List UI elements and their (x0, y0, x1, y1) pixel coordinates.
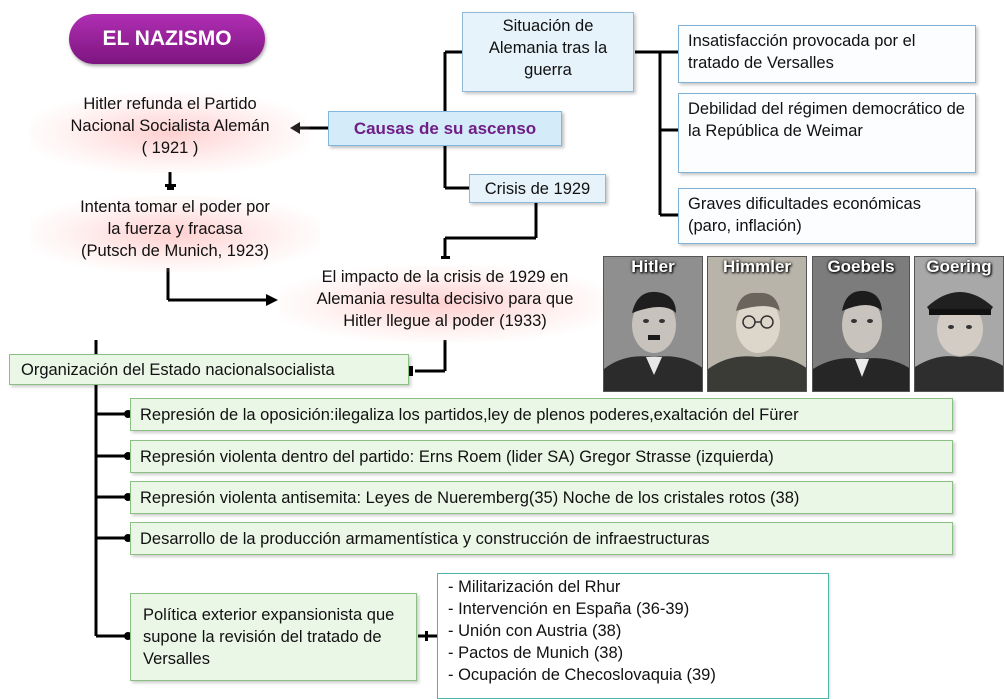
refunda-line-3: ( 1921 ) (141, 139, 199, 157)
cause-box-versalles: Insatisfacción provocada por el tratado … (678, 25, 976, 83)
list-item: - Intervención en España (36-39) (448, 600, 690, 618)
portrait-hitler-icon: Hitler (603, 256, 703, 392)
politica-exterior-box: Política exterior expansionista que supo… (130, 593, 417, 681)
intenta-text: Intenta tomar el poder por la fuerza y f… (30, 196, 320, 272)
exterior-list: - Militarización del Rhur - Intervención… (437, 573, 829, 699)
list-item: - Unión con Austria (38) (448, 622, 622, 640)
policy-box-oposicion: Represión de la oposición:ilegaliza los … (130, 398, 953, 431)
organizacion-box: Organización del Estado nacionalsocialis… (9, 354, 409, 385)
list-item: - Militarización del Rhur (448, 578, 621, 596)
refunda-line-2: Nacional Socialista Alemán (70, 117, 270, 135)
policy-box-produccion: Desarrollo de la producción armamentísti… (130, 522, 953, 555)
policy-box-partido: Represión violenta dentro del partido: E… (130, 440, 953, 473)
intenta-line-1: Intenta tomar el poder por (80, 198, 270, 216)
impacto-line-2: Alemania resulta decisivo para que (316, 290, 574, 308)
list-item: - Ocupación de Checoslovaquia (39) (448, 666, 716, 684)
cause-box-economicas: Graves dificultades económicas (paro, in… (678, 188, 976, 244)
intenta-line-2: la fuerza y fracasa (107, 220, 243, 238)
intenta-line-3: (Putsch de Munich, 1923) (80, 242, 270, 260)
portrait-himmler-icon: Himmler (707, 256, 807, 392)
portrait-label-hitler: Hitler (631, 257, 675, 276)
impacto-line-1: El impacto de la crisis de 1929 en (321, 268, 569, 286)
impacto-text: El impacto de la crisis de 1929 en Alema… (280, 266, 610, 342)
refunda-line-1: Hitler refunda el Partido (83, 95, 257, 113)
impacto-line-3: Hitler llegue al poder (1933) (343, 312, 547, 330)
policy-box-antisemita: Represión violenta antisemita: Leyes de … (130, 481, 953, 514)
list-item: - Pactos de Munich (38) (448, 644, 624, 662)
cause-box-weimar: Debilidad del régimen democrático de la … (678, 93, 976, 173)
page-title: EL NAZISMO (69, 14, 265, 64)
portrait-label-himmler: Himmler (722, 257, 792, 276)
refunda-text: Hitler refunda el Partido Nacional Socia… (30, 93, 310, 173)
portrait-label-goebels: Goebels (827, 257, 895, 276)
portrait-goering-icon: Goering (914, 256, 1004, 392)
causas-box: Causas de su ascenso (328, 111, 562, 146)
situacion-box: Situación de Alemania tras la guerra (462, 12, 634, 92)
crisis-box: Crisis de 1929 (469, 174, 606, 203)
portrait-goebels-icon: Goebels (812, 256, 910, 392)
portrait-label-goering: Goering (926, 257, 992, 276)
